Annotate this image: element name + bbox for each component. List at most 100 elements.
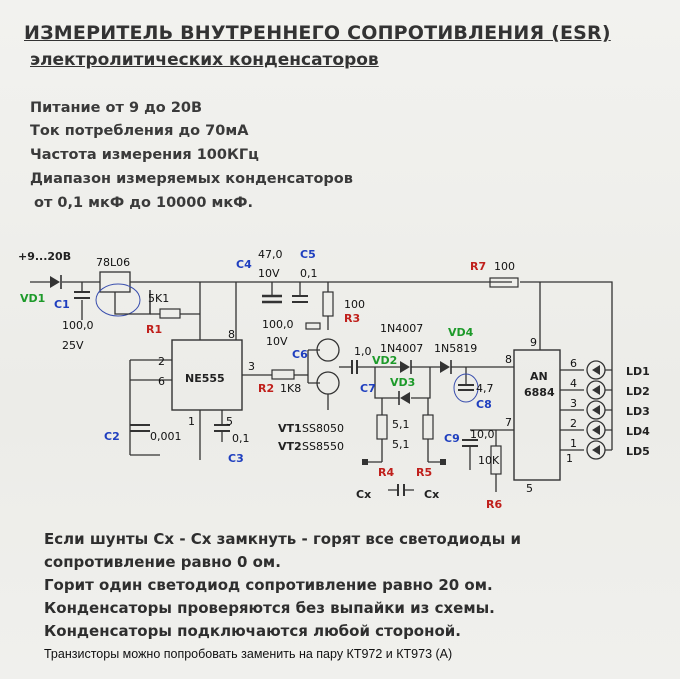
cx-capacitor-symbol xyxy=(388,484,414,496)
resistor-r5 xyxy=(422,414,434,440)
an-pin-8: 8 xyxy=(505,353,512,366)
pin-1: 1 xyxy=(188,415,195,428)
resistor-r2 xyxy=(271,369,295,380)
vt2-type: SS8550 xyxy=(302,440,344,453)
c7-label: C7 xyxy=(360,382,376,395)
r6-label: R6 xyxy=(486,498,502,511)
c1-value: 100,0 xyxy=(62,319,94,332)
vd3-label: VD3 xyxy=(390,376,415,389)
r7-label: R7 xyxy=(470,260,486,273)
note-line: Конденсаторы подключаются любой стороной… xyxy=(44,622,461,640)
transistor-vt2 xyxy=(316,371,340,395)
spec-line: Ток потребления до 70мА xyxy=(30,123,249,139)
led-pin: 6 xyxy=(570,357,577,370)
resistor-r1 xyxy=(149,290,200,319)
vd2-type: 1N4007 xyxy=(380,322,423,335)
r7-value: 100 xyxy=(494,260,515,273)
r5-value: 5,1 xyxy=(392,438,410,451)
c6-label: C6 xyxy=(292,348,308,361)
cx-right-label: Cx xyxy=(424,488,439,501)
c1-label: C1 xyxy=(54,298,70,311)
transistor-vt1 xyxy=(316,338,340,362)
page-subtitle: электролитических конденсаторов xyxy=(30,50,379,70)
r2-label: R2 xyxy=(258,382,274,395)
c9-value: 10,0 xyxy=(470,428,495,441)
vd4-label: VD4 xyxy=(448,326,474,339)
diode-vd4 xyxy=(440,360,452,374)
vd1-label: VD1 xyxy=(20,292,45,305)
capacitor-c1 xyxy=(74,282,90,320)
ic-an6884 xyxy=(513,349,561,481)
cx-left-label: Cx xyxy=(356,488,371,501)
led-label: LD5 xyxy=(626,445,650,458)
resistor-r3 xyxy=(322,291,334,317)
vt1-type: SS8050 xyxy=(302,422,344,435)
c2-label: C2 xyxy=(104,430,120,443)
footer-note: Транзисторы можно попробовать заменить н… xyxy=(44,647,453,661)
c6-voltage: 10V xyxy=(266,335,288,348)
note-line: сопротивление равно 0 ом. xyxy=(44,553,281,571)
an-6884-label: 6884 xyxy=(524,386,555,399)
led-label: LD1 xyxy=(626,365,650,378)
capacitor-c3 xyxy=(214,424,230,442)
capacitor-c8 xyxy=(458,367,474,391)
vd4-type: 1N5819 xyxy=(434,342,477,355)
resistor-r7 xyxy=(489,277,519,288)
spec-line: от 0,1 мкФ до 10000 мкФ. xyxy=(34,195,254,211)
reg-label: 78L06 xyxy=(96,256,130,269)
c4-value: 47,0 xyxy=(258,248,283,261)
c5-value: 0,1 xyxy=(300,267,318,280)
pin-3: 3 xyxy=(248,360,255,373)
capacitor-c2 xyxy=(130,424,150,432)
r3-label: R3 xyxy=(344,312,360,325)
led-array xyxy=(560,350,613,460)
an-pin-1: 1 xyxy=(566,452,573,465)
led-pin: 4 xyxy=(570,377,577,390)
led-label: LD4 xyxy=(626,425,650,438)
vd3-type: 1N4007 xyxy=(380,342,423,355)
capacitor-c7 xyxy=(339,360,400,374)
c9-label: C9 xyxy=(444,432,460,445)
diode-vd1 xyxy=(50,275,62,289)
r1-label: R1 xyxy=(146,323,162,336)
pin-5: 5 xyxy=(226,415,233,428)
c4-voltage: 10V xyxy=(258,267,280,280)
r1-value: 5K1 xyxy=(148,292,169,305)
pin-8: 8 xyxy=(228,328,235,341)
note-line: Конденсаторы проверяются без выпайки из … xyxy=(44,599,495,617)
an-pin-5: 5 xyxy=(526,482,533,495)
spec-line: Диапазон измеряемых конденсаторов xyxy=(30,171,353,187)
spec-line: Частота измерения 100КГц xyxy=(30,147,259,163)
vt1-label: VT1 xyxy=(278,422,302,435)
diode-vd2 xyxy=(400,360,412,374)
led-label: LD3 xyxy=(626,405,650,418)
r4-label: R4 xyxy=(378,466,394,479)
c1-voltage: 25V xyxy=(62,339,84,352)
vt2-label: VT2 xyxy=(278,440,302,453)
vd2-label: VD2 xyxy=(372,354,397,367)
note-line: Если шунты Cx - Cx замкнуть - горят все … xyxy=(44,530,522,548)
capacitor-c6 xyxy=(305,322,321,330)
resistor-r4 xyxy=(376,414,388,440)
note-line: Горит один светодиод сопротивление равно… xyxy=(44,576,493,594)
diode-vd3 xyxy=(398,391,410,405)
an-pin-7: 7 xyxy=(505,416,512,429)
led-pin: 1 xyxy=(570,437,577,450)
led-pin: 3 xyxy=(570,397,577,410)
an-label: AN xyxy=(530,370,548,383)
c2-value: 0,001 xyxy=(150,430,182,443)
c8-label: C8 xyxy=(476,398,492,411)
c4-label: C4 xyxy=(236,258,252,271)
r4-value: 5,1 xyxy=(392,418,410,431)
spec-line: Питание от 9 до 20В xyxy=(30,100,203,116)
capacitor-c4 xyxy=(262,282,282,304)
pin-6: 6 xyxy=(158,375,165,388)
c3-value: 0,1 xyxy=(232,432,250,445)
capacitor-c5 xyxy=(292,282,308,303)
page-title: ИЗМЕРИТЕЛЬ ВНУТРЕННЕГО СОПРОТИВЛЕНИЯ (ES… xyxy=(24,22,611,44)
r3-value: 100 xyxy=(344,298,365,311)
c5-label: C5 xyxy=(300,248,316,261)
schematic-diagram: +9...20В VD1 78L06 C1 100,0 25V 5K1 R1 N… xyxy=(18,248,650,511)
r6-value: 10K xyxy=(478,454,500,467)
